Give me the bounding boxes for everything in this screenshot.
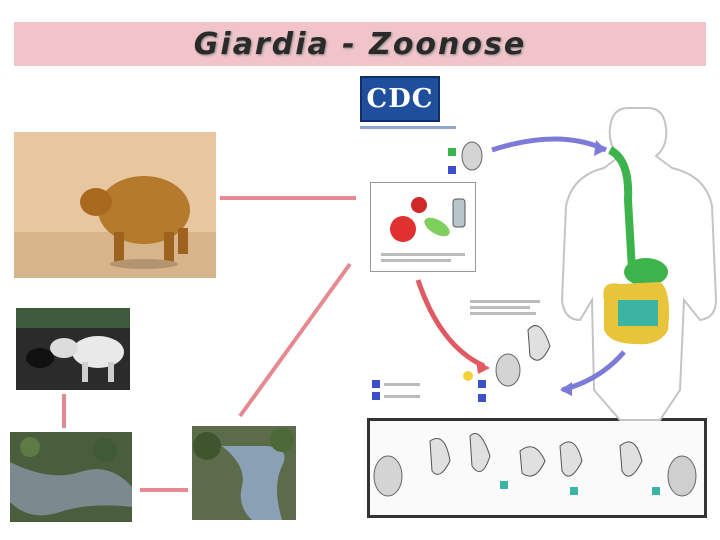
small-intestine-detail [618,300,658,326]
stomach [624,258,668,286]
exit-marker-icon [463,371,473,381]
trophozoite-icon [528,326,550,361]
ingestion-arrow [492,139,606,150]
cyst-bottom-icon [496,354,520,386]
connector-stream-food [240,264,350,416]
cyst-top-icon [462,142,482,170]
infection-arrow [418,280,484,366]
